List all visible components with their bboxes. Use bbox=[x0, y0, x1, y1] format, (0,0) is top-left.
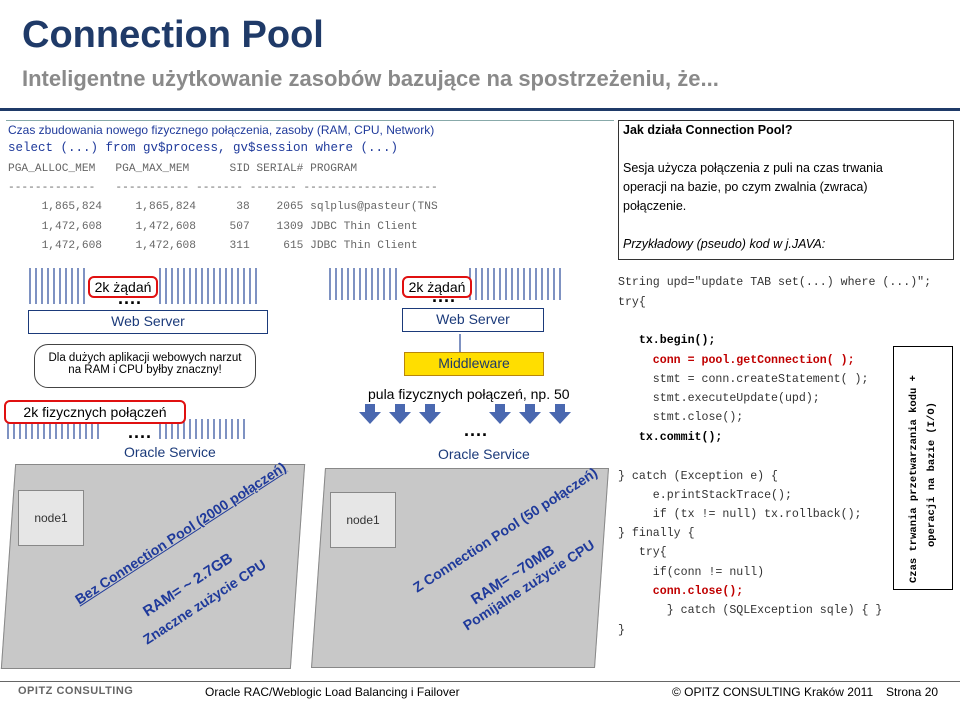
footer-title: Oracle RAC/Weblogic Load Balancing i Fai… bbox=[205, 685, 460, 699]
code-line: } bbox=[618, 624, 625, 637]
middleware-box: Middleware bbox=[404, 352, 544, 376]
node-box: node1 bbox=[330, 492, 396, 548]
example-label: Przykładowy (pseudo) kod w j.JAVA: bbox=[623, 237, 826, 251]
sql-row: 1,472,608 1,472,608 507 1309 JDBC Thin C… bbox=[8, 221, 418, 233]
warning-note: Dla dużych aplikacji webowych narzut na … bbox=[34, 344, 256, 388]
code-line: try{ bbox=[618, 546, 667, 559]
web-server-box: Web Server bbox=[402, 308, 544, 332]
oracle-service-label: Oracle Service bbox=[438, 446, 530, 462]
company-logo: OPITZ CONSULTING bbox=[18, 685, 134, 697]
sql-query-box: Czas zbudowania nowego fizycznego połącz… bbox=[6, 120, 614, 260]
diagram-with-pool: 2k żądań .... Web Server Middleware pula… bbox=[310, 264, 610, 674]
request-arrows-icon bbox=[329, 268, 571, 424]
code-line: String upd="update TAB set(...) where (.… bbox=[618, 276, 932, 289]
page-title: Connection Pool bbox=[22, 14, 324, 56]
page-subtitle: Inteligentne użytkowanie zasobów bazując… bbox=[22, 66, 719, 91]
code-line: } catch (Exception e) { bbox=[618, 470, 779, 483]
duration-box: Czas trwania przetwarzania kodu + operac… bbox=[893, 346, 953, 590]
code-line: conn = pool.getConnection( ); bbox=[618, 354, 855, 367]
footer-rule bbox=[0, 681, 960, 682]
code-line: tx.begin(); bbox=[618, 334, 716, 347]
code-line: } catch (SQLException sqle) { } bbox=[618, 604, 883, 617]
explanation-line: Sesja użycza połączenia z puli na czas t… bbox=[623, 161, 883, 175]
sql-row: 1,472,608 1,472,608 311 615 JDBC Thin Cl… bbox=[8, 240, 418, 252]
diagram-without-pool: 2k żądań .... Web Server Dla dużych apli… bbox=[0, 264, 306, 674]
code-line: tx.commit(); bbox=[618, 431, 723, 444]
java-code-block: String upd="update TAB set(...) where (.… bbox=[618, 268, 954, 640]
code-line: stmt = conn.createStatement( ); bbox=[618, 373, 869, 386]
code-line: if(conn != null) bbox=[618, 566, 765, 579]
code-line: e.printStackTrace(); bbox=[618, 489, 792, 502]
sql-comment: Czas zbudowania nowego fizycznego połącz… bbox=[8, 123, 435, 137]
code-line: stmt.executeUpdate(upd); bbox=[618, 392, 820, 405]
code-line: } finally { bbox=[618, 527, 695, 540]
ellipsis: .... bbox=[464, 420, 489, 440]
ellipsis: .... bbox=[432, 286, 457, 306]
code-line: if (tx != null) tx.rollback(); bbox=[618, 508, 862, 521]
pool-label: pula fizycznych połączeń, np. 50 bbox=[368, 386, 570, 402]
ellipsis: .... bbox=[128, 422, 153, 442]
oracle-service-label: Oracle Service bbox=[124, 444, 216, 460]
explanation-question: Jak działa Connection Pool? bbox=[623, 123, 793, 137]
code-line: try{ bbox=[618, 296, 646, 309]
sql-header: PGA_ALLOC_MEM PGA_MAX_MEM SID SERIAL# PR… bbox=[8, 163, 358, 175]
web-server-box: Web Server bbox=[28, 310, 268, 334]
node-box: node1 bbox=[18, 490, 84, 546]
sql-divider: ------------- ----------- ------- ------… bbox=[8, 182, 438, 194]
ellipsis: .... bbox=[118, 288, 143, 308]
requests-label: 2k żądań bbox=[88, 276, 158, 298]
page-number: Strona 20 bbox=[886, 685, 939, 699]
footer-copyright: © OPITZ CONSULTING Kraków 2011 bbox=[672, 685, 874, 699]
sql-query: select (...) from gv$process, gv$session… bbox=[8, 141, 399, 155]
explanation-box: Jak działa Connection Pool? Sesja użycza… bbox=[618, 120, 954, 260]
explanation-line: połączenie. bbox=[623, 199, 687, 213]
sql-row: 1,865,824 1,865,824 38 2065 sqlplus@past… bbox=[8, 201, 438, 213]
connections-label: 2k fizycznych połączeń bbox=[4, 400, 186, 424]
request-arrows-icon bbox=[7, 268, 257, 439]
title-rule bbox=[0, 108, 960, 111]
explanation-line: operacji na bazie, po czym zwalnia (zwra… bbox=[623, 180, 868, 194]
code-line: stmt.close(); bbox=[618, 411, 744, 424]
duration-label: Czas trwania przetwarzania kodu + bbox=[908, 375, 920, 583]
code-line: conn.close(); bbox=[618, 585, 744, 598]
duration-label: operacji na bazie (I/O) bbox=[926, 402, 938, 547]
requests-label: 2k żądań bbox=[402, 276, 472, 298]
